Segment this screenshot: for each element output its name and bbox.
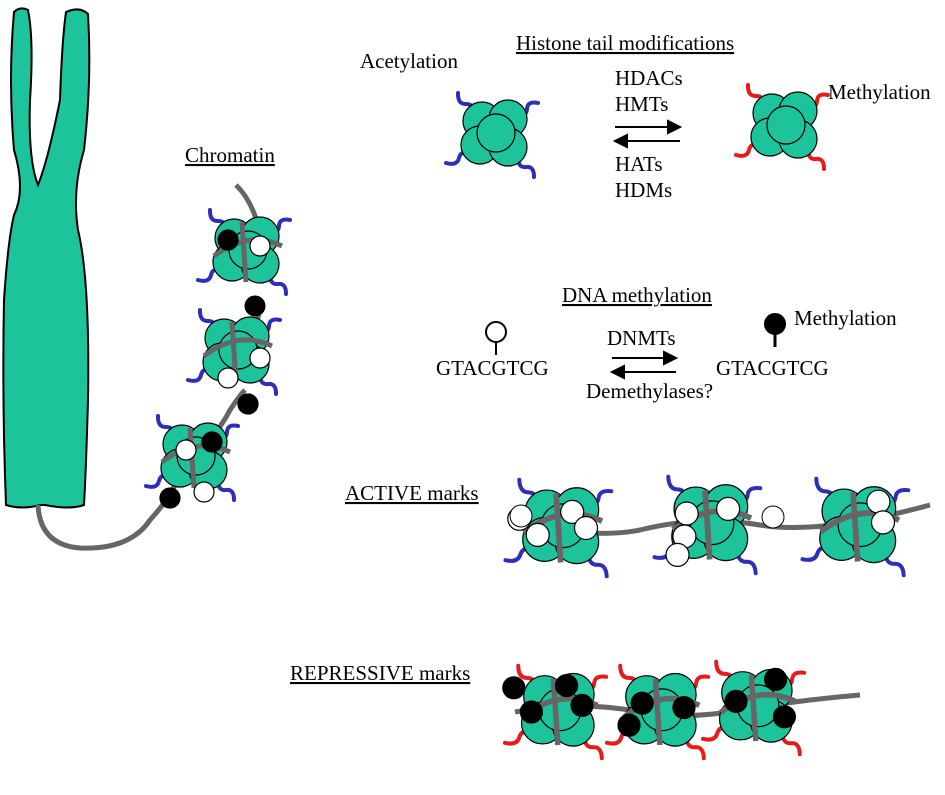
unmethylated-cpg	[665, 542, 690, 568]
methylated-cpg	[519, 700, 544, 724]
nucleosome	[186, 308, 282, 415]
demethylases-label: Demethylases?	[586, 379, 713, 403]
histone-equilibrium-arrows	[612, 119, 683, 149]
unmethylated-cpg	[249, 347, 271, 369]
unmethylated-cpg	[525, 522, 550, 548]
dna-wrap	[550, 678, 561, 746]
unmethylated-cpg	[870, 510, 896, 535]
nucleosome	[701, 659, 807, 757]
chromatin-nucleosome-stack	[144, 208, 292, 509]
nucleosome	[196, 208, 292, 296]
dna-wrap	[652, 678, 663, 746]
unmethylated-sequence: GTACGTCG	[436, 356, 549, 380]
nucleosome	[605, 663, 711, 761]
methylated-cpg	[672, 695, 696, 720]
nucleosome	[144, 414, 240, 509]
repressive-marks-row	[502, 659, 861, 761]
dna-wrap	[702, 490, 713, 560]
histone-modification-row	[444, 83, 830, 179]
unmethylated-cpg	[715, 496, 741, 521]
nucleosome	[444, 91, 540, 179]
chromatin-fiber	[35, 183, 269, 551]
dna-wrap	[212, 237, 284, 259]
repressive-marks-label: REPRESSIVE marks	[290, 661, 470, 685]
methylated-cpg	[217, 229, 239, 251]
methylated-cpg	[554, 673, 579, 698]
nucleosome	[503, 477, 614, 579]
methylated-sequence: GTACGTCG	[716, 356, 829, 380]
methylated-cpg	[237, 393, 259, 415]
histone-modifications-title: Histone tail modifications	[516, 31, 734, 55]
unmethylated-cpg	[193, 481, 215, 503]
nucleosome	[652, 474, 763, 576]
unmethylated-cpg-marker	[485, 321, 507, 355]
nucleosome	[502, 663, 609, 761]
unmethylated-cpg	[573, 515, 599, 541]
hdms-label: HDMs	[615, 178, 672, 202]
unmethylated-cpg	[509, 504, 533, 528]
histone-lobe	[766, 105, 806, 145]
dna-methylation-title: DNA methylation	[562, 283, 712, 307]
unmethylated-cpg	[560, 499, 585, 524]
dna-wrap	[850, 492, 861, 562]
dna-methylation-label: Methylation	[794, 306, 897, 330]
unmethylated-cpg	[175, 439, 197, 461]
methylated-cpg	[630, 691, 654, 715]
methylated-cpg	[244, 295, 266, 317]
chromatin-label: Chromatin	[185, 143, 275, 167]
methylated-cpg	[724, 689, 748, 714]
acetylation-label: Acetylation	[360, 49, 458, 73]
methylated-cpg	[570, 693, 594, 718]
unmethylated-cpg	[674, 501, 699, 526]
methylated-cpg-marker	[764, 313, 786, 347]
nucleosome	[800, 476, 911, 578]
dna-wrap	[671, 508, 753, 532]
unmethylated-cpg	[217, 367, 239, 389]
methylated-cpg	[159, 487, 181, 509]
dna-wrap	[239, 221, 249, 283]
nucleosome	[734, 83, 830, 171]
hats-label: HATs	[615, 152, 663, 176]
active-marks-label: ACTIVE marks	[345, 481, 479, 505]
unmethylated-cpg	[761, 505, 785, 529]
unmethylated-cpg	[249, 235, 271, 257]
histone-lobe	[476, 113, 516, 153]
chromosome	[2, 7, 91, 509]
methylated-cpg	[763, 667, 788, 692]
methylated-cpg	[502, 676, 526, 700]
dna-wrap	[202, 337, 274, 359]
methylated-cpg	[772, 705, 797, 729]
methylated-cpg	[201, 431, 223, 453]
methylated-cpg	[617, 713, 641, 737]
dna-wrap	[553, 493, 564, 563]
dna-equilibrium-arrows	[609, 350, 679, 380]
hmts-label: HMTs	[615, 92, 668, 116]
hdacs-label: HDACs	[615, 66, 683, 90]
dnmts-label: DNMTs	[607, 326, 676, 350]
dna-wrap	[748, 674, 759, 742]
unmethylated-cpg	[866, 489, 891, 514]
histone-methylation-label: Methylation	[828, 80, 931, 104]
active-marks-row	[503, 474, 931, 579]
